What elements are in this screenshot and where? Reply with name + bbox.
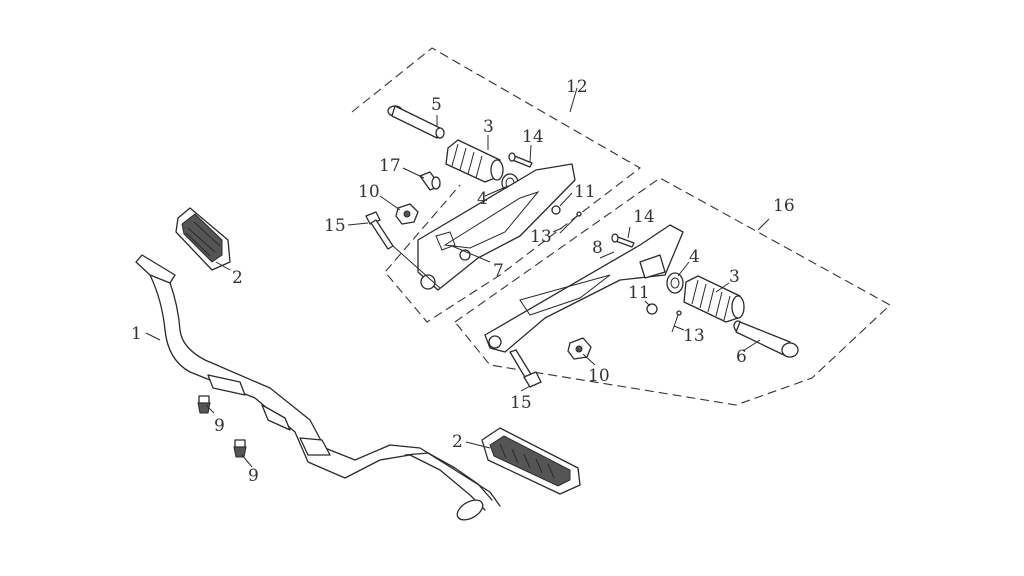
callout-17: 17 bbox=[379, 156, 401, 176]
callout-11-upper: 11 bbox=[574, 182, 596, 202]
footpeg-rubber-lower bbox=[481, 427, 581, 495]
group-16-boundary bbox=[454, 177, 891, 406]
footpeg-rubber-upper bbox=[175, 207, 231, 271]
callout-8: 8 bbox=[592, 238, 603, 258]
bolt-9-upper bbox=[197, 395, 211, 414]
callout-13-upper: 13 bbox=[530, 227, 552, 247]
footpeg-rubber-3-lower bbox=[683, 275, 745, 323]
callout-1: 1 bbox=[131, 324, 142, 344]
washer-11-upper bbox=[551, 205, 561, 215]
group-12-boundary bbox=[351, 47, 641, 323]
footrest-plate-7 bbox=[417, 163, 576, 291]
footpeg-pin-6 bbox=[733, 320, 799, 358]
callout-15-upper: 15 bbox=[324, 216, 346, 236]
callout-4-upper: 4 bbox=[477, 189, 488, 209]
nut-10-lower bbox=[567, 337, 592, 360]
callout-14-upper: 14 bbox=[522, 127, 544, 147]
callout-12: 12 bbox=[566, 77, 588, 97]
pin-14-lower bbox=[611, 233, 635, 248]
bolt-15-upper-axis bbox=[392, 245, 441, 289]
callout-9-upper: 9 bbox=[214, 416, 225, 436]
main-bracket-bar bbox=[135, 254, 501, 521]
callout-5: 5 bbox=[431, 95, 442, 115]
washer-4-lower bbox=[666, 272, 684, 294]
callout-3-lower: 3 bbox=[729, 267, 740, 287]
footrest-plate-8 bbox=[484, 224, 684, 353]
callout-4-lower: 4 bbox=[689, 247, 700, 267]
callout-16: 16 bbox=[773, 196, 795, 216]
callout-3-upper: 3 bbox=[483, 117, 494, 137]
footpeg-rubber-3-upper bbox=[445, 139, 504, 183]
nut-10-upper bbox=[395, 203, 419, 225]
callout-14-lower: 14 bbox=[633, 207, 655, 227]
cotter-pin-13-lower bbox=[671, 310, 682, 333]
bolt-9-lower bbox=[233, 439, 247, 458]
spacer-17 bbox=[419, 171, 441, 191]
leader-lines bbox=[145, 87, 770, 468]
pin-14-upper bbox=[508, 152, 533, 168]
callout-2-upper: 2 bbox=[232, 268, 243, 288]
bolt-15-upper bbox=[365, 211, 394, 250]
callout-13-lower: 13 bbox=[683, 326, 705, 346]
footpeg-pin-5 bbox=[387, 105, 445, 139]
callout-7: 7 bbox=[493, 261, 504, 281]
cotter-pin-13-upper bbox=[559, 211, 582, 234]
callout-11-lower: 11 bbox=[628, 283, 650, 303]
callout-15-lower: 15 bbox=[510, 393, 532, 413]
callout-labels: 1 2 2 3 3 4 4 5 6 7 8 9 9 10 10 11 11 12… bbox=[131, 77, 795, 486]
callout-10-upper: 10 bbox=[358, 182, 380, 202]
callout-9-lower: 9 bbox=[248, 466, 259, 486]
callout-10-lower: 10 bbox=[588, 366, 610, 386]
washer-11-lower bbox=[646, 303, 658, 315]
callout-2-lower: 2 bbox=[452, 432, 463, 452]
bolt-15-lower bbox=[509, 349, 542, 388]
callout-6: 6 bbox=[736, 347, 747, 367]
